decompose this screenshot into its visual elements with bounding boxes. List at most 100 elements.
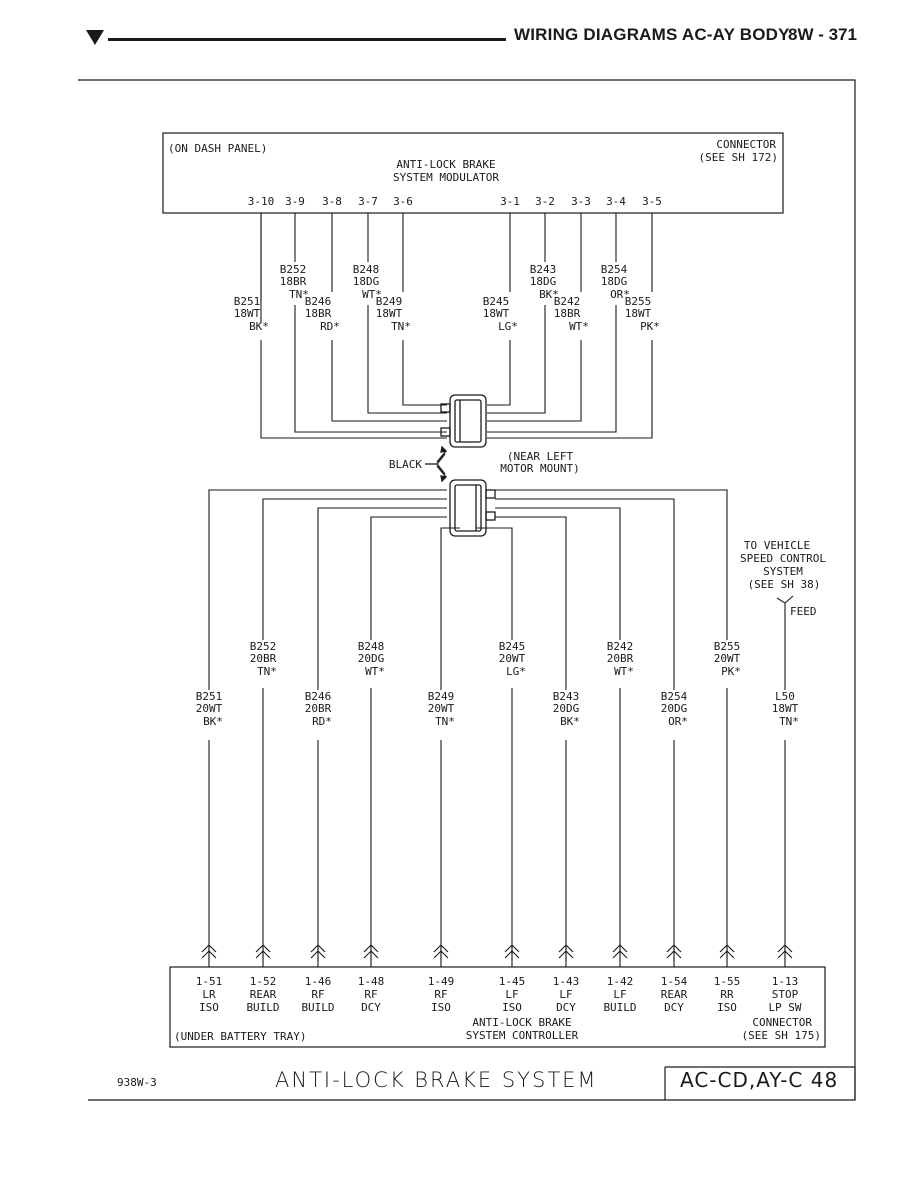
modulator-connector-line2: (SEE SH 172): [699, 151, 778, 164]
speed-control-line1: TO VEHICLE: [744, 539, 810, 552]
lower-wire-circuit-label: B246: [305, 690, 332, 703]
lower-wire-tracer-label: BK*: [560, 715, 580, 728]
upper-wire-tracer-label: LG*: [498, 320, 518, 333]
header-page-number: 8W - 371: [788, 25, 857, 44]
controller-pin-label: 1-43: [553, 975, 580, 988]
terminal-symbol: [558, 944, 574, 967]
modulator-location: (ON DASH PANEL): [168, 142, 267, 155]
terminal-symbol: [504, 944, 520, 967]
wire-b251-upper-path: [260, 213, 447, 439]
footer-reference: AC-CD,AY-C 48: [680, 1068, 839, 1092]
modulator-name-line2: SYSTEM MODULATOR: [393, 171, 499, 184]
upper-wire-circuit-label: B254: [601, 263, 628, 276]
upper-wire-gauge-label: 18WT: [483, 307, 510, 320]
wire-b248-upper-path: [367, 213, 447, 414]
header-triangle-icon: [86, 30, 104, 45]
modulator-pin-label: 3-8: [322, 195, 342, 208]
feed-label: FEED: [790, 605, 817, 618]
controller-pin-function-line2: DCY: [664, 1001, 684, 1014]
lower-wire-tracer-label: BK*: [203, 715, 223, 728]
upper-wire-tracer-label: TN*: [391, 320, 411, 333]
controller-pin-label: 1-45: [499, 975, 526, 988]
upper-wire-gauge-label: 18DG: [530, 275, 557, 288]
terminal-symbol: [310, 944, 326, 967]
speed-control-line2: SPEED CONTROL: [740, 552, 826, 565]
controller-pin-function-line2: BUILD: [603, 1001, 636, 1014]
wire-b249-lower-path: [440, 527, 460, 960]
wire-b248-lower-path: [370, 516, 447, 960]
controller-pin-function-line1: REAR: [661, 988, 688, 1001]
controller-pin-label: 1-42: [607, 975, 634, 988]
lower-wire-tracer-label: WT*: [614, 665, 634, 678]
lower-wire-circuit-label: B251: [196, 690, 223, 703]
upper-wire-circuit-label: B252: [280, 263, 307, 276]
inline-connector-location-line1: (NEAR LEFT: [507, 450, 574, 463]
modulator-pin-label: 3-10: [248, 195, 275, 208]
modulator-pin-label: 3-5: [642, 195, 662, 208]
lower-wire-tracer-label: TN*: [779, 715, 799, 728]
controller-pin-function-line2: DCY: [556, 1001, 576, 1014]
controller-connector-line2: (SEE SH 175): [742, 1029, 821, 1042]
upper-wire-tracer-label: WT*: [569, 320, 589, 333]
upper-wire-gauge-label: 18WT: [376, 307, 403, 320]
modulator-name-line1: ANTI-LOCK BRAKE: [396, 158, 495, 171]
terminal-symbol: [612, 944, 628, 967]
lower-wire-circuit-label: B242: [607, 640, 634, 653]
upper-wire-circuit-label: B248: [353, 263, 380, 276]
wire-b246-upper-path: [331, 213, 447, 422]
controller-pin-function-line2: BUILD: [301, 1001, 334, 1014]
upper-wire-tracer-label: WT*: [362, 288, 382, 301]
black-connector-label: BLACK: [389, 458, 422, 471]
wire-b243-upper-path: [487, 213, 546, 414]
terminal-symbol: [201, 944, 217, 967]
controller-name-line1: ANTI-LOCK BRAKE: [472, 1016, 571, 1029]
speed-control-line3: SYSTEM: [763, 565, 803, 578]
controller-pin-function-line2: BUILD: [246, 1001, 279, 1014]
connector-mate-arrow: [436, 450, 447, 478]
controller-box: [169, 966, 826, 1048]
controller-name-line2: SYSTEM CONTROLLER: [466, 1029, 579, 1042]
controller-pin-function-line1: LF: [559, 988, 572, 1001]
lower-wire-gauge-label: 20DG: [358, 652, 385, 665]
footer-title: ANTI-LOCK BRAKE SYSTEM: [275, 1068, 598, 1092]
upper-wire-circuit-label: B249: [376, 295, 403, 308]
terminal-symbol: [777, 944, 793, 967]
controller-pin-function-line2: DCY: [361, 1001, 381, 1014]
diagram-frame: [78, 79, 856, 1101]
controller-pin-label: 1-52: [250, 975, 277, 988]
wire-b245-lower-path: [476, 527, 513, 960]
upper-wire-circuit-label: B246: [305, 295, 332, 308]
upper-wire-gauge-label: 18BR: [554, 307, 581, 320]
controller-pin-function-line1: RF: [311, 988, 324, 1001]
terminal-symbol: [363, 944, 379, 967]
lower-wire-circuit-label: L50: [775, 690, 795, 703]
lower-wire-gauge-label: 20WT: [428, 702, 455, 715]
lower-wire-circuit-label: B249: [428, 690, 455, 703]
lower-wire-gauge-label: 20BR: [305, 702, 332, 715]
upper-wire-tracer-label: BK*: [539, 288, 559, 301]
controller-pin-label: 1-48: [358, 975, 385, 988]
upper-wire-circuit-label: B245: [483, 295, 510, 308]
lower-wire-gauge-label: 18WT: [772, 702, 799, 715]
lower-wire-circuit-label: B255: [714, 640, 741, 653]
lower-wire-tracer-label: PK*: [721, 665, 741, 678]
lower-wire-tracer-label: OR*: [668, 715, 688, 728]
wire-b254-lower-path: [495, 498, 675, 960]
modulator-pin-label: 3-2: [535, 195, 555, 208]
upper-wire-circuit-label: B251: [234, 295, 261, 308]
controller-pin-function-line1: RR: [720, 988, 734, 1001]
wire-b242-lower-path: [495, 507, 621, 960]
lower-wire-gauge-label: 20DG: [553, 702, 580, 715]
controller-connector-line1: CONNECTOR: [752, 1016, 812, 1029]
wire-b255-lower-path: [495, 489, 728, 960]
controller-pin-function-line1: LF: [613, 988, 626, 1001]
lower-inline-connector: [449, 479, 496, 537]
terminal-symbol: [433, 944, 449, 967]
controller-pin-function-line1: RF: [434, 988, 447, 1001]
upper-inline-connector: [440, 394, 487, 448]
controller-pin-function-line1: STOP: [772, 988, 799, 1001]
controller-pin-function-line2: ISO: [431, 1001, 451, 1014]
upper-wire-tracer-label: RD*: [320, 320, 340, 333]
controller-location: (UNDER BATTERY TRAY): [174, 1030, 306, 1043]
